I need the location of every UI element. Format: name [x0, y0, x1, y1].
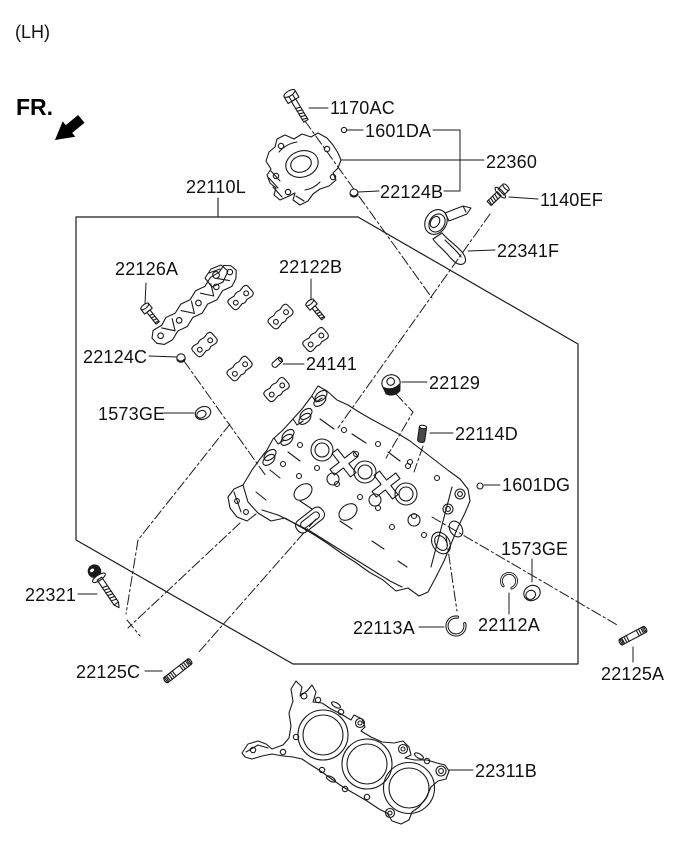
part-label-22129[interactable]: 22129 [429, 373, 481, 393]
bolt-22122b-drawing [305, 298, 326, 321]
cam-carrier-drawing [151, 264, 237, 345]
part-label-22126a[interactable]: 22126A [115, 259, 179, 279]
part-label-22124b[interactable]: 22124B [380, 182, 444, 202]
part-label-1601dg[interactable]: 1601DG [502, 475, 571, 495]
stud-1601dg-dot [476, 482, 484, 490]
part-label-22114d[interactable]: 22114D [455, 424, 518, 444]
bolt-22126a-drawing [140, 302, 160, 325]
assembly-box-outline [75, 216, 579, 665]
part-label-22341f[interactable]: 22341F [497, 241, 560, 261]
stud-22125a-drawing [618, 625, 648, 646]
stud-1601da-dot [340, 126, 348, 134]
part-label-22125a[interactable]: 22125A [601, 664, 665, 684]
bolt-1140ef-drawing [486, 183, 510, 207]
dashdot-axis-lines [125, 120, 620, 654]
ball-22124b-drawing [349, 188, 359, 198]
view-tag-lh: (LH) [15, 22, 50, 42]
dowel-24141-drawing [271, 356, 284, 368]
part-label-22321[interactable]: 22321 [25, 585, 77, 605]
head-gasket-22311b-drawing [241, 680, 450, 825]
dowel-pin-22114d-drawing [417, 424, 428, 443]
fr-direction-arrow-icon [55, 115, 85, 140]
cylinder-head-drawing [227, 385, 471, 597]
part-label-22124c[interactable]: 22124C [83, 347, 148, 367]
front-direction-label: FR. [16, 94, 54, 120]
part-label-1573ge-a[interactable]: 1573GE [98, 404, 166, 424]
water-outlet-fitting-22360-drawing [265, 132, 342, 206]
leader-lines [77, 107, 634, 771]
part-label-1573ge-b[interactable]: 1573GE [501, 539, 569, 559]
cam-bearing-caps-drawing [191, 284, 329, 403]
part-label-22112a[interactable]: 22112A [478, 615, 540, 635]
part-label-1601da[interactable]: 1601DA [365, 121, 432, 141]
oil-plug-22129-drawing [381, 374, 401, 396]
part-label-22125c[interactable]: 22125C [76, 662, 141, 682]
part-label-22311b[interactable]: 22311B [475, 761, 537, 781]
ball-22124c-drawing [176, 353, 186, 363]
sealing-cap-1573ge-a-drawing [194, 405, 212, 421]
part-label-24141[interactable]: 24141 [306, 354, 358, 374]
bracket-22341f-drawing [424, 205, 472, 265]
sealing-cap-1573ge-b-drawing [523, 584, 541, 602]
part-label-22110l[interactable]: 22110L [186, 177, 246, 197]
bolt-22321-drawing [87, 564, 120, 609]
stud-22125c-drawing [163, 658, 193, 684]
part-label-22122b[interactable]: 22122B [279, 257, 343, 277]
seal-ring-22112a-drawing [500, 572, 518, 590]
part-label-22360[interactable]: 22360 [486, 152, 538, 172]
part-label-22113a[interactable]: 22113A [353, 618, 415, 638]
cam-carrier-end-plate [204, 264, 229, 288]
seal-ring-22113a-drawing [445, 615, 467, 637]
part-label-1170ac[interactable]: 1170AC [330, 98, 395, 118]
bolt-1170ac-drawing [283, 88, 309, 123]
head-bolt-holes [279, 426, 441, 539]
part-label-1140ef[interactable]: 1140EF [540, 190, 603, 210]
